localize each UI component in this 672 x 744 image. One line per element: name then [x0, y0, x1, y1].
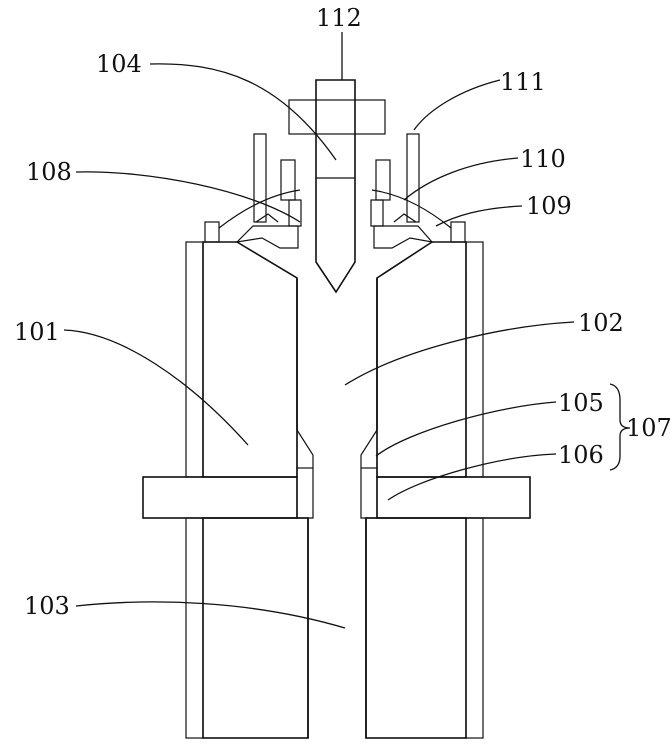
label-112: 112 — [316, 4, 362, 32]
label-102: 102 — [578, 309, 624, 337]
label-108: 108 — [26, 158, 72, 186]
label-101: 101 — [14, 318, 60, 346]
label-106: 106 — [558, 441, 604, 469]
label-111: 111 — [500, 68, 546, 96]
valve-needle-104 — [289, 80, 385, 292]
label-107: 107 — [626, 414, 672, 442]
upper-body-101 — [203, 242, 466, 477]
top-cap-assembly — [205, 190, 465, 248]
central-channel — [297, 278, 377, 738]
outer-sleeve — [186, 242, 483, 738]
seal-107 — [297, 430, 377, 518]
pins — [254, 134, 419, 226]
label-103: 103 — [24, 592, 70, 620]
label-110: 110 — [520, 145, 566, 173]
leader-lines — [64, 32, 630, 628]
flange-plate — [143, 477, 530, 518]
reference-labels: 112 104 111 110 108 109 101 102 105 107 … — [14, 4, 672, 620]
lower-body — [203, 518, 466, 738]
label-105: 105 — [558, 389, 604, 417]
label-104: 104 — [96, 50, 142, 78]
label-109: 109 — [526, 192, 572, 220]
